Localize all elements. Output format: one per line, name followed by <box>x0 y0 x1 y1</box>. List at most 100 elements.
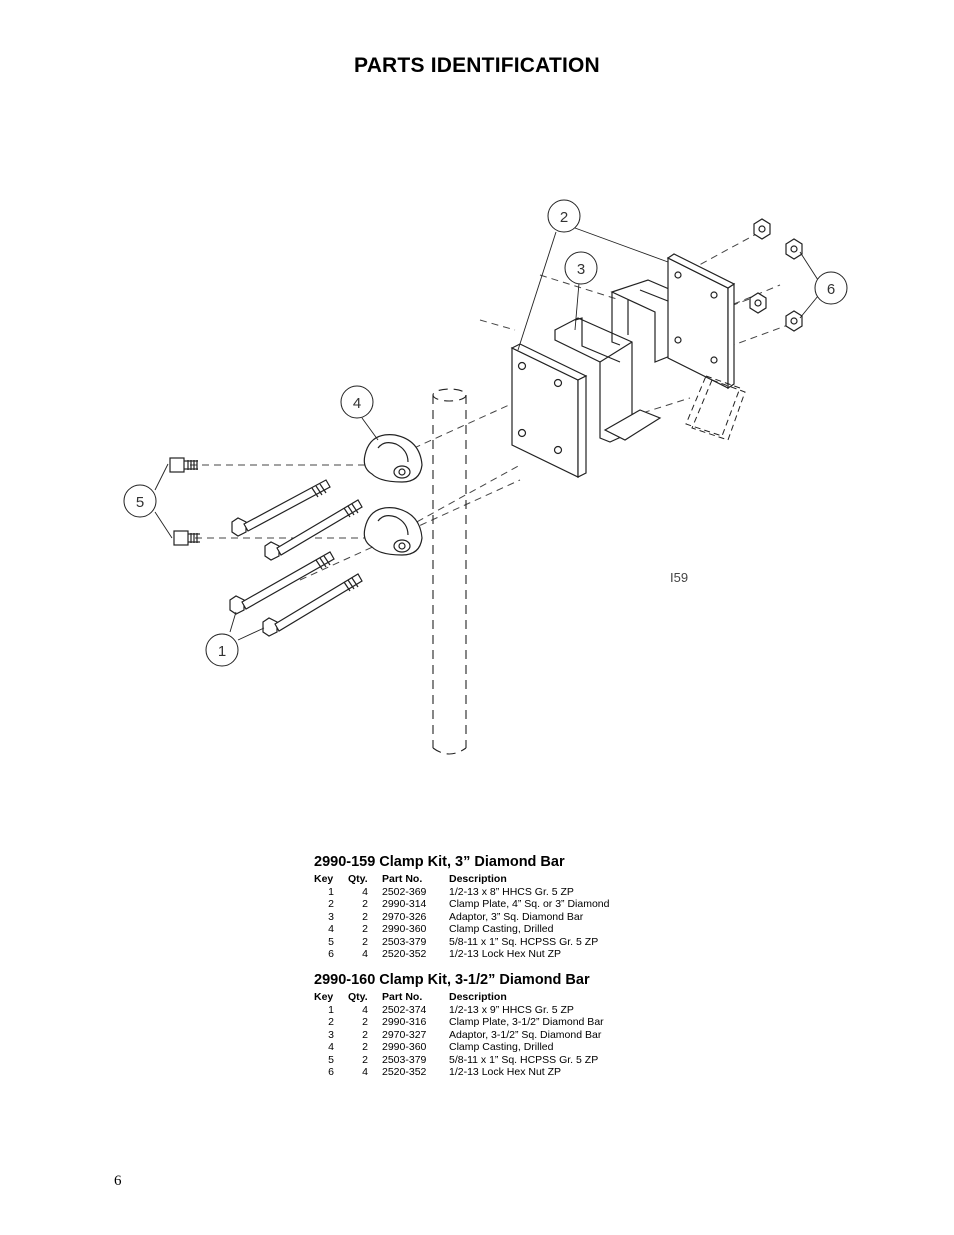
key-cell: 3 <box>328 1028 334 1041</box>
rear-bar-section <box>685 375 746 441</box>
key-cell: 5 <box>328 1053 334 1066</box>
qty-cell: 2 <box>362 910 368 923</box>
qty-cell: 2 <box>362 1041 368 1053</box>
parts-table: Key Qty. Part No. Description 1 4 2502-369… <box>314 873 609 961</box>
clamp-casting-upper <box>363 434 423 483</box>
qty-cell: 4 <box>362 1003 368 1016</box>
description-cell: Clamp Casting, Drilled <box>449 923 554 935</box>
key-cell: 1 <box>328 1003 334 1016</box>
table-row: 2 2 2990-314 Clamp Plate, 4” Sq. or 3” Diam… <box>314 898 609 911</box>
drawing-number: I59 <box>670 570 688 585</box>
table-row: 2 2 2990-316 Clamp Plate, 3-1/2” Diamond Ba… <box>314 1016 604 1029</box>
qty-cell: 2 <box>362 1016 368 1028</box>
key-cell: 4 <box>328 923 334 935</box>
col-description: Description <box>449 991 507 1003</box>
description-cell: Adaptor, 3-1/2” Sq. Diamond Bar <box>449 1028 602 1041</box>
part-no-cell: 2990-360 <box>382 1041 427 1053</box>
col-key: Key <box>314 873 334 885</box>
page-number: 6 <box>114 1173 122 1189</box>
lock-nut-4 <box>785 310 803 332</box>
kit-2990-159: 2990-159 Clamp Kit, 3” Diamond Bar Key Q… <box>314 854 734 961</box>
table-row: 3 2 2970-327 Adaptor, 3-1/2” Sq. Diamond Ba… <box>314 1029 604 1042</box>
part-no-cell: 2520-352 <box>382 1066 427 1078</box>
callout-2: 2 <box>560 209 568 226</box>
description-cell: 1/2-13 Lock Hex Nut ZP <box>449 1066 562 1078</box>
description-cell: 1/2-13 Lock Hex Nut ZP <box>449 948 562 960</box>
callout-6: 6 <box>827 281 835 298</box>
parts-table: Key Qty. Part No. Description 1 4 2502-374… <box>314 991 604 1079</box>
col-part-no: Part No. <box>382 873 423 885</box>
long-bolt-3 <box>229 551 335 615</box>
key-cell: 2 <box>328 1016 334 1028</box>
key-cell: 6 <box>328 948 334 960</box>
qty-cell: 4 <box>362 885 368 898</box>
clamp-plate-rear <box>666 253 736 390</box>
lock-nut-1 <box>753 218 771 240</box>
clamp-casting-lower <box>363 507 423 556</box>
table-header: Key Qty. Part No. Description <box>314 991 604 1004</box>
parts-exploded-diagram: 1 2 3 4 5 6 I59 <box>123 199 848 755</box>
kit-title: 2990-160 Clamp Kit, 3-1/2” Diamond Bar <box>314 972 590 988</box>
diamond-bar <box>432 388 467 755</box>
qty-cell: 2 <box>362 1053 368 1066</box>
part-no-cell: 2990-316 <box>382 1016 427 1028</box>
key-cell: 5 <box>328 935 334 948</box>
part-no-cell: 2970-326 <box>382 910 427 923</box>
callout-leaders <box>154 227 819 641</box>
callout-5: 5 <box>136 494 144 511</box>
description-cell: Clamp Plate, 4” Sq. or 3” Diamond <box>449 898 610 910</box>
table-row: 6 4 2520-352 1/2-13 Lock Hex Nut ZP <box>314 948 609 961</box>
long-bolt-2 <box>264 499 363 561</box>
kit-2990-160: 2990-160 Clamp Kit, 3-1/2” Diamond Bar K… <box>314 972 734 1079</box>
part-no-cell: 2502-374 <box>382 1003 427 1016</box>
table-row: 3 2 2970-326 Adaptor, 3” Sq. Diamond Bar <box>314 911 609 924</box>
part-no-cell: 2502-369 <box>382 885 427 898</box>
description-cell: 5/8-11 x 1” Sq. HCPSS Gr. 5 ZP <box>449 935 599 948</box>
col-qty: Qty. <box>348 991 368 1003</box>
table-header: Key Qty. Part No. Description <box>314 873 609 886</box>
table-row: 6 4 2520-352 1/2-13 Lock Hex Nut ZP <box>314 1066 604 1079</box>
callout-circles <box>123 199 848 667</box>
part-no-cell: 2503-379 <box>382 935 427 948</box>
long-bolt-1 <box>231 479 331 537</box>
key-cell: 3 <box>328 910 334 923</box>
qty-cell: 4 <box>362 948 368 960</box>
description-cell: Adaptor, 3” Sq. Diamond Bar <box>449 910 584 923</box>
part-no-cell: 2520-352 <box>382 948 427 960</box>
qty-cell: 2 <box>362 923 368 935</box>
part-no-cell: 2970-327 <box>382 1028 427 1041</box>
description-cell: 1/2-13 x 8” HHCS Gr. 5 ZP <box>449 885 574 898</box>
qty-cell: 4 <box>362 1066 368 1078</box>
key-cell: 1 <box>328 885 334 898</box>
qty-cell: 2 <box>362 935 368 948</box>
square-head-bolt-lower <box>173 530 200 546</box>
callout-3: 3 <box>577 261 585 278</box>
col-key: Key <box>314 991 334 1003</box>
table-row: 5 2 2503-379 5/8-11 x 1” Sq. HCPSS Gr. 5 ZP <box>314 1054 604 1067</box>
description-cell: Clamp Plate, 3-1/2” Diamond Bar <box>449 1016 604 1028</box>
table-row: 1 4 2502-369 1/2-13 x 8” HHCS Gr. 5 ZP <box>314 886 609 899</box>
lock-nut-2 <box>785 238 803 260</box>
qty-cell: 2 <box>362 1028 368 1041</box>
key-cell: 4 <box>328 1041 334 1053</box>
key-cell: 2 <box>328 898 334 910</box>
part-no-cell: 2990-314 <box>382 898 427 910</box>
lock-nut-3 <box>749 292 767 314</box>
part-no-cell: 2503-379 <box>382 1053 427 1066</box>
description-cell: 5/8-11 x 1” Sq. HCPSS Gr. 5 ZP <box>449 1053 599 1066</box>
table-row: 4 2 2990-360 Clamp Casting, Drilled <box>314 923 609 936</box>
callout-labels: 1 2 3 4 5 6 <box>136 209 835 660</box>
description-cell: Clamp Casting, Drilled <box>449 1041 554 1053</box>
col-qty: Qty. <box>348 873 368 885</box>
part-no-cell: 2990-360 <box>382 923 427 935</box>
key-cell: 6 <box>328 1066 334 1078</box>
qty-cell: 2 <box>362 898 368 910</box>
kit-title: 2990-159 Clamp Kit, 3” Diamond Bar <box>314 854 565 870</box>
description-cell: 1/2-13 x 9” HHCS Gr. 5 ZP <box>449 1003 574 1016</box>
callout-4: 4 <box>353 395 361 412</box>
long-bolt-4 <box>262 573 363 637</box>
callout-1: 1 <box>218 643 226 660</box>
page-title: PARTS IDENTIFICATION <box>354 54 600 77</box>
col-part-no: Part No. <box>382 991 423 1003</box>
col-description: Description <box>449 873 507 885</box>
